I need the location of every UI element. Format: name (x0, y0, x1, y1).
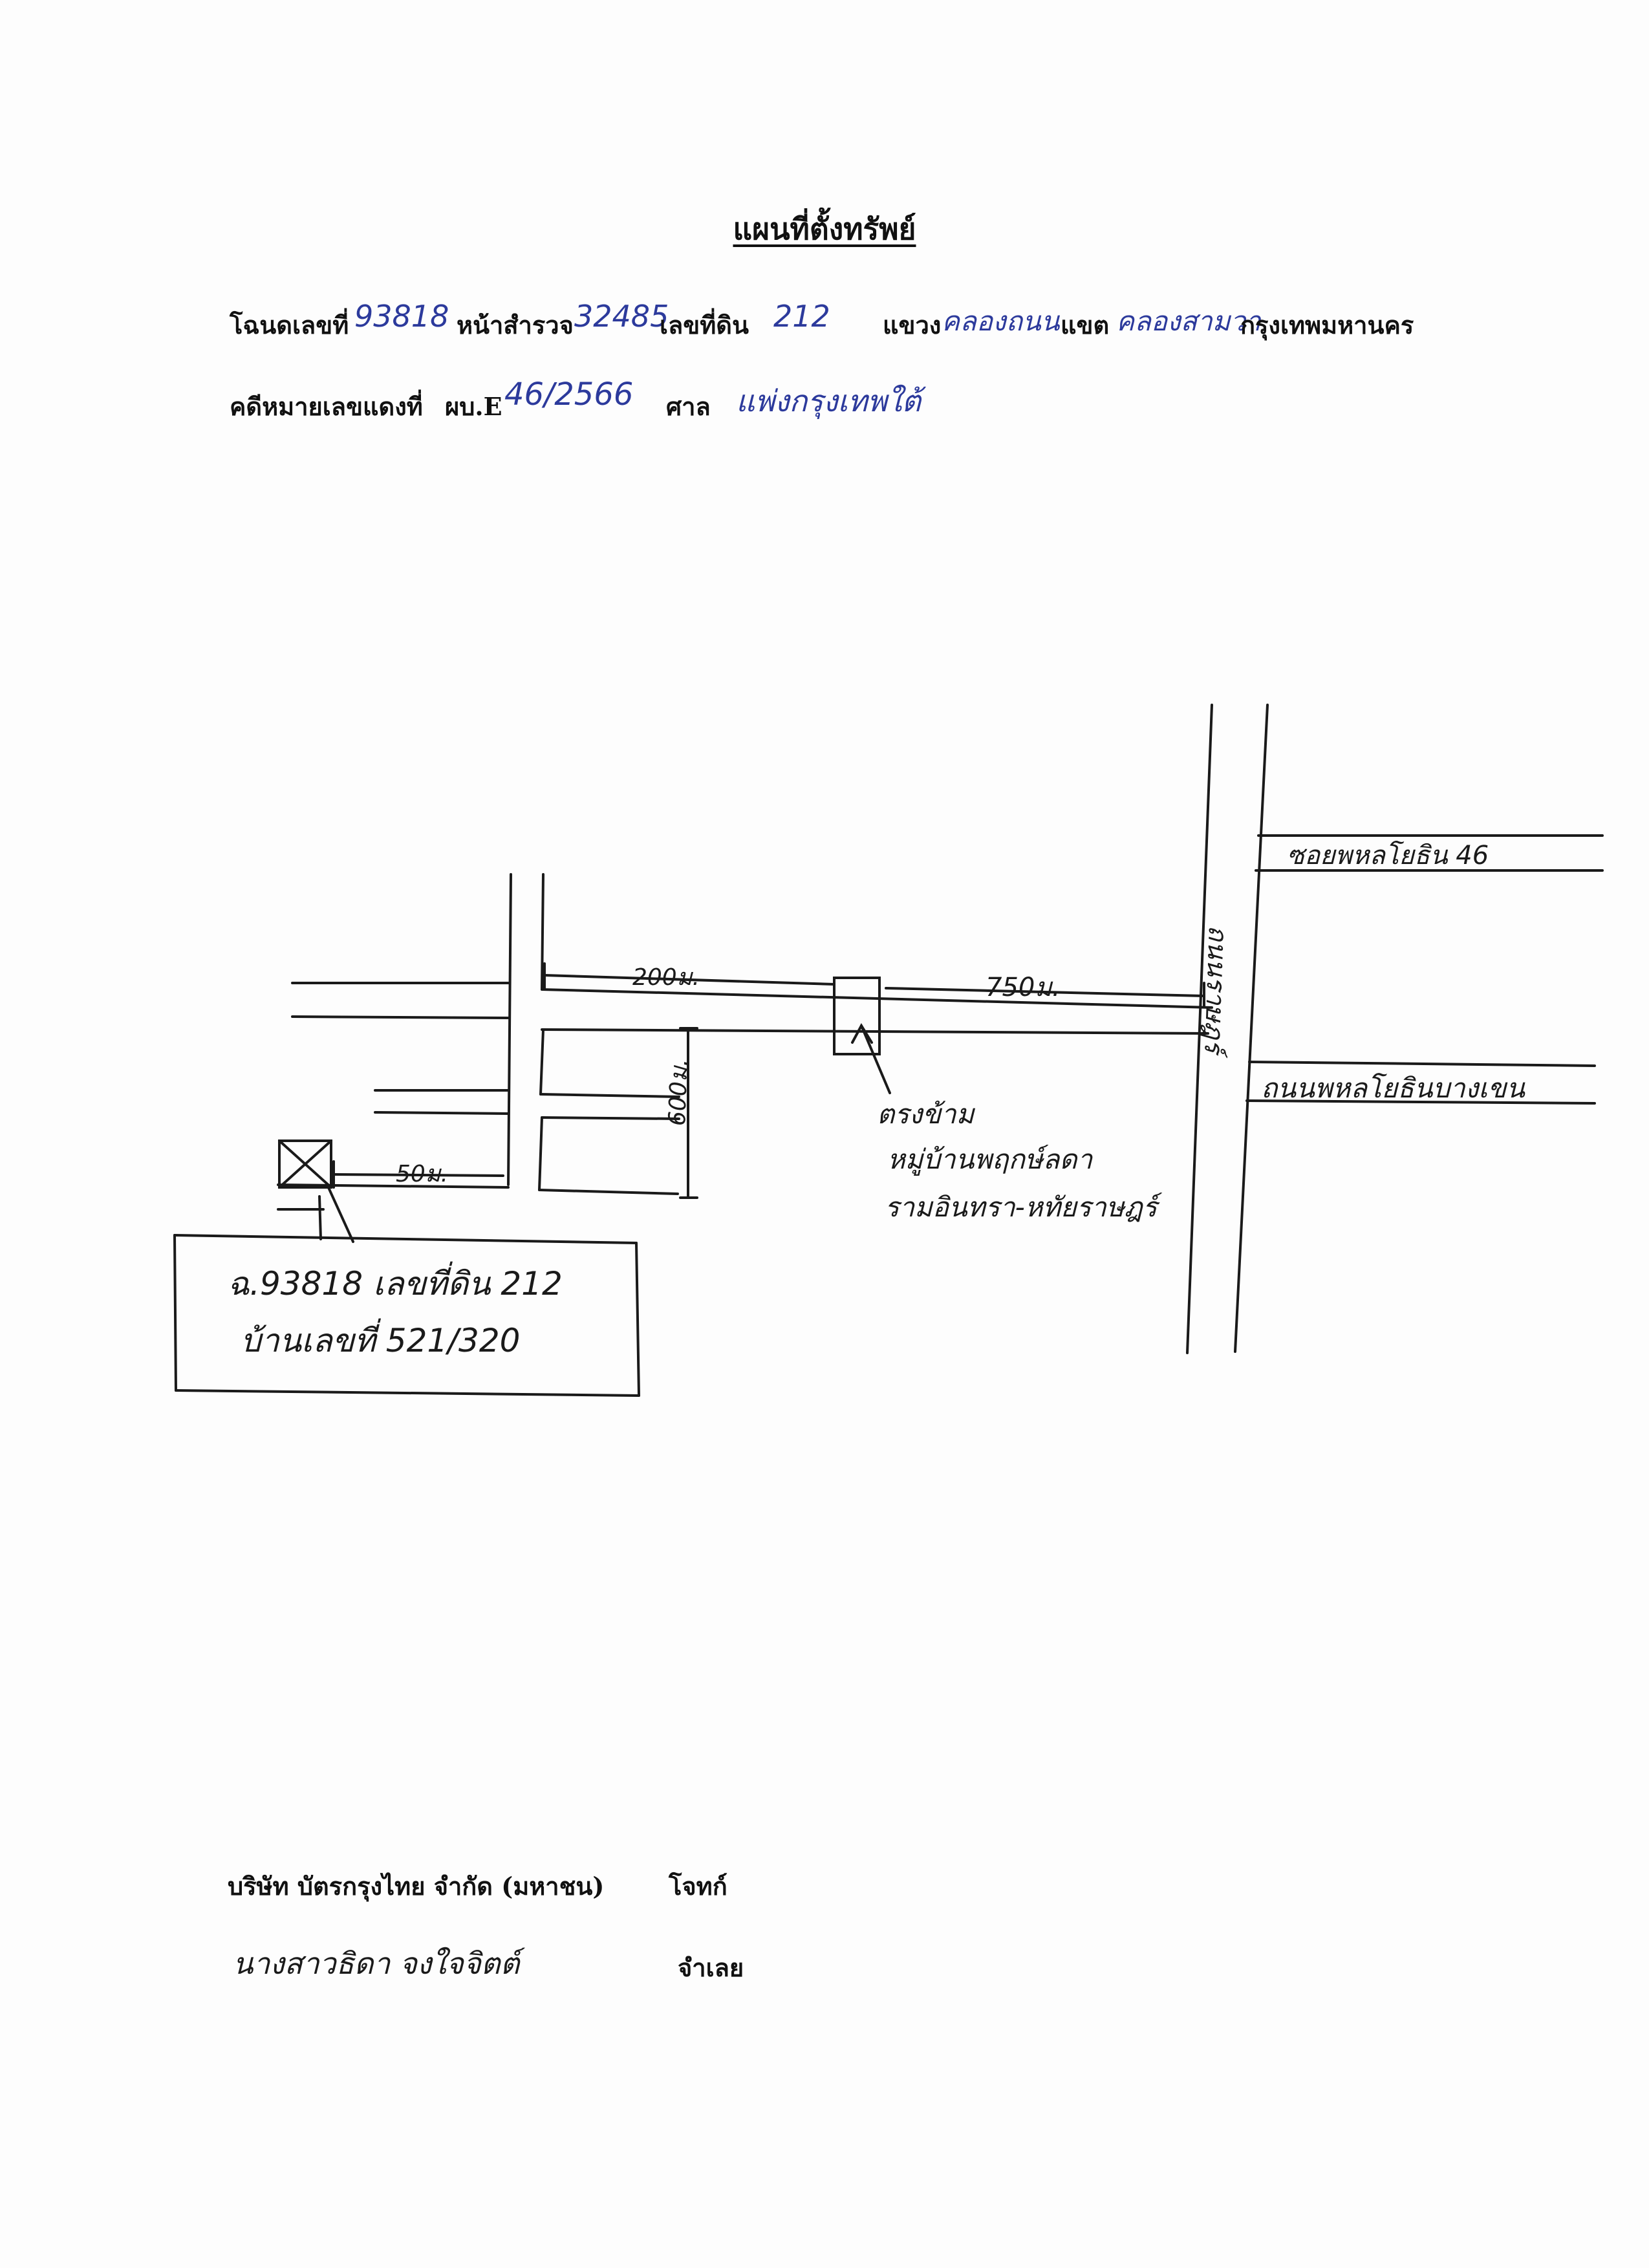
right-road-edge-right (1234, 704, 1269, 1353)
block-b-left (538, 1116, 543, 1191)
court-value: แพ่งกรุงเทพใต้ (736, 383, 921, 418)
measure-750-line (885, 987, 1205, 997)
case-prefix: ผบ.E (445, 392, 502, 421)
case-label: คดีหมายเลขแดงที่ (230, 392, 423, 421)
label-right-road: ถนนพหลโยธินบางเขน (1261, 1072, 1525, 1104)
plaintiff-name: บริษัท บัตรกรุงไทย จำกัด (มหาชน) (228, 1872, 605, 1901)
deed-label: โฉนดเลขที่ (230, 310, 349, 340)
district-value: คลองสามวา (1116, 305, 1261, 337)
defendant-signature: นางสาวธิดา จงใจจิตต์ (233, 1946, 520, 1981)
subdistrict-value: คลองถนน (942, 305, 1060, 337)
callout-box-left (173, 1234, 177, 1392)
court-label: ศาล (666, 392, 711, 421)
subdistrict-label: แขวง (883, 310, 942, 340)
survey-label: หน้าสำรวจ (457, 310, 574, 340)
left-lane-edge-b (541, 873, 544, 991)
measure-50-line (332, 1173, 504, 1177)
block-b-top (541, 1116, 680, 1120)
main-road-edge-lower (541, 1028, 1209, 1035)
plaintiff-label: โจทก์ (669, 1872, 727, 1901)
landmark-line-2: หมู่บ้านพฤกษ์ลดา (887, 1143, 1093, 1175)
landmark-box (833, 977, 881, 1055)
left-lane-edge-a (507, 873, 512, 1186)
callout-box-right (635, 1242, 640, 1397)
landmark-line-1: ตรงข้าม (877, 1098, 975, 1130)
lane-2-upper (277, 1183, 510, 1189)
property-marker-icon (278, 1139, 332, 1189)
property-leader (326, 1183, 354, 1243)
label-200m: 200ม. (632, 964, 700, 991)
callout-box-bottom (175, 1389, 640, 1397)
block-a-left (539, 1028, 544, 1096)
survey-number: 32485 (574, 299, 669, 334)
callout-box-top (173, 1234, 638, 1244)
main-road-edge-upper (541, 988, 1213, 1009)
page-title: แผนที่ตั้งทรัพย์ (733, 211, 916, 246)
defendant-label: จำเลย (678, 1953, 744, 1982)
label-main-road: ถนนราษฎร์ (1198, 925, 1233, 1054)
measure-200-line (543, 974, 835, 986)
property-line-1: ฉ.93818 เลขที่ดิน 212 (228, 1265, 563, 1302)
lane-1-lower (374, 1111, 510, 1115)
land-number: 212 (773, 299, 830, 334)
province-label: กรุงเทพมหานคร (1240, 310, 1414, 340)
landmark-line-3: รามอินทรา-หทัยราษฎร์ (885, 1191, 1158, 1223)
right-branch-edge-lower (1245, 1099, 1596, 1105)
block-b-bottom (538, 1189, 679, 1195)
label-50m: 50ม. (396, 1161, 448, 1187)
right-road-edge-left (1186, 704, 1213, 1354)
label-600m: 600ม. (663, 1058, 693, 1127)
left-road-lower (291, 1015, 510, 1019)
land-label: เลขที่ดิน (660, 310, 749, 340)
label-750m: 750ม. (986, 973, 1061, 1002)
landmark-arrow (860, 1024, 891, 1094)
label-soi-top: ซอยพหลโยธิน 46 (1287, 841, 1489, 870)
block-a-bottom (539, 1093, 680, 1098)
right-branch-edge-upper (1248, 1061, 1596, 1067)
district-label: แขต (1061, 310, 1110, 340)
property-line-2: บ้านเลขที่ 521/320 (241, 1322, 521, 1359)
case-number: 46/2566 (504, 376, 634, 413)
deed-number: 93818 (354, 299, 449, 334)
